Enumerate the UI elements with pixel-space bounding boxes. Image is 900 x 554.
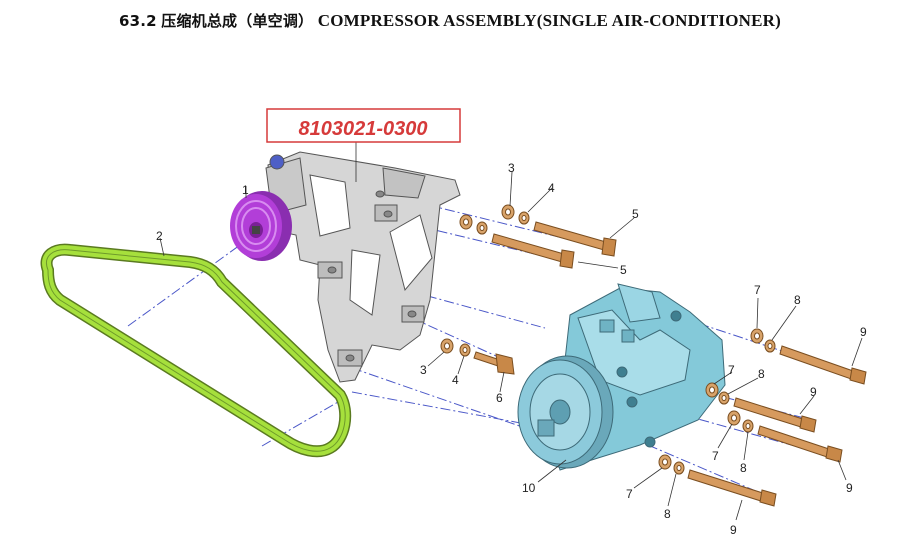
washer-7-b [705,382,719,398]
bolt-5-lower [491,233,575,269]
bolt-9-c [757,425,843,463]
callout-3-lower: 3 [420,363,427,377]
callout-1: 1 [242,183,249,197]
bolts [473,221,867,507]
centerline-lower-2 [351,391,549,429]
callout-8-d: 8 [664,507,671,521]
washer-8-b [718,391,730,405]
callout-8-b: 8 [758,367,765,381]
bolt-6 [473,351,515,375]
callout-10: 10 [522,481,536,495]
page-title: 63.2 压缩机总成（单空调） COMPRESSOR ASSEMBLY(SING… [0,10,900,31]
idler-pulley [230,191,292,261]
bolt-9-b [733,397,817,433]
callout-7-c: 7 [712,449,719,463]
callout-9-b: 9 [810,385,817,399]
washer-4-upper [518,211,530,225]
callout-numbers: 1 2 3 4 5 5 3 4 6 7 8 9 7 8 9 7 8 9 7 8 … [156,161,867,537]
title-chinese: 压缩机总成（单空调） [161,12,314,30]
bolt-9-a [779,345,867,385]
callout-5-lower: 5 [620,263,627,277]
callout-2: 2 [156,229,163,243]
callout-9-a: 9 [860,325,867,339]
callout-8-a: 8 [794,293,801,307]
washers [440,204,776,475]
centerline-pulley [127,231,259,327]
bolt-9-d [687,469,777,507]
mounting-bracket [265,151,461,383]
callout-4-upper: 4 [548,181,555,195]
ac-compressor [517,283,726,471]
part-number: 8103021-0300 [298,118,427,140]
callout-3-upper: 3 [508,161,515,175]
callout-6: 6 [496,391,503,405]
washer-4-lower [459,343,471,357]
washer-upper-b2 [476,221,488,235]
bolt-5-upper [533,221,617,257]
washer-8-c [742,419,754,433]
centerline-mid-2 [411,317,506,361]
drive-belt [40,243,352,458]
callout-7-a: 7 [754,283,761,297]
washer-8-a [764,339,776,353]
callout-8-c: 8 [740,461,747,475]
leader-lines [159,142,863,521]
callout-9-c: 9 [846,481,853,495]
section-number: 63.2 [118,12,157,30]
washer-7-c [727,410,741,426]
washer-3-upper [501,204,515,220]
washer-upper-b1 [459,214,473,230]
washer-7-d [658,454,672,470]
callout-7-d: 7 [626,487,633,501]
centerline-belt [261,397,346,447]
callout-5-upper: 5 [632,207,639,221]
washer-7-a [750,328,764,344]
callout-4-lower: 4 [452,373,459,387]
callout-9-d: 9 [730,523,737,537]
callout-7-b: 7 [728,363,735,377]
washer-3-lower [440,338,454,354]
washer-8-d [673,461,685,475]
title-english: COMPRESSOR ASSEMBLY(SINGLE AIR-CONDITION… [317,11,782,30]
part-number-box: 8103021-0300 [266,108,461,143]
